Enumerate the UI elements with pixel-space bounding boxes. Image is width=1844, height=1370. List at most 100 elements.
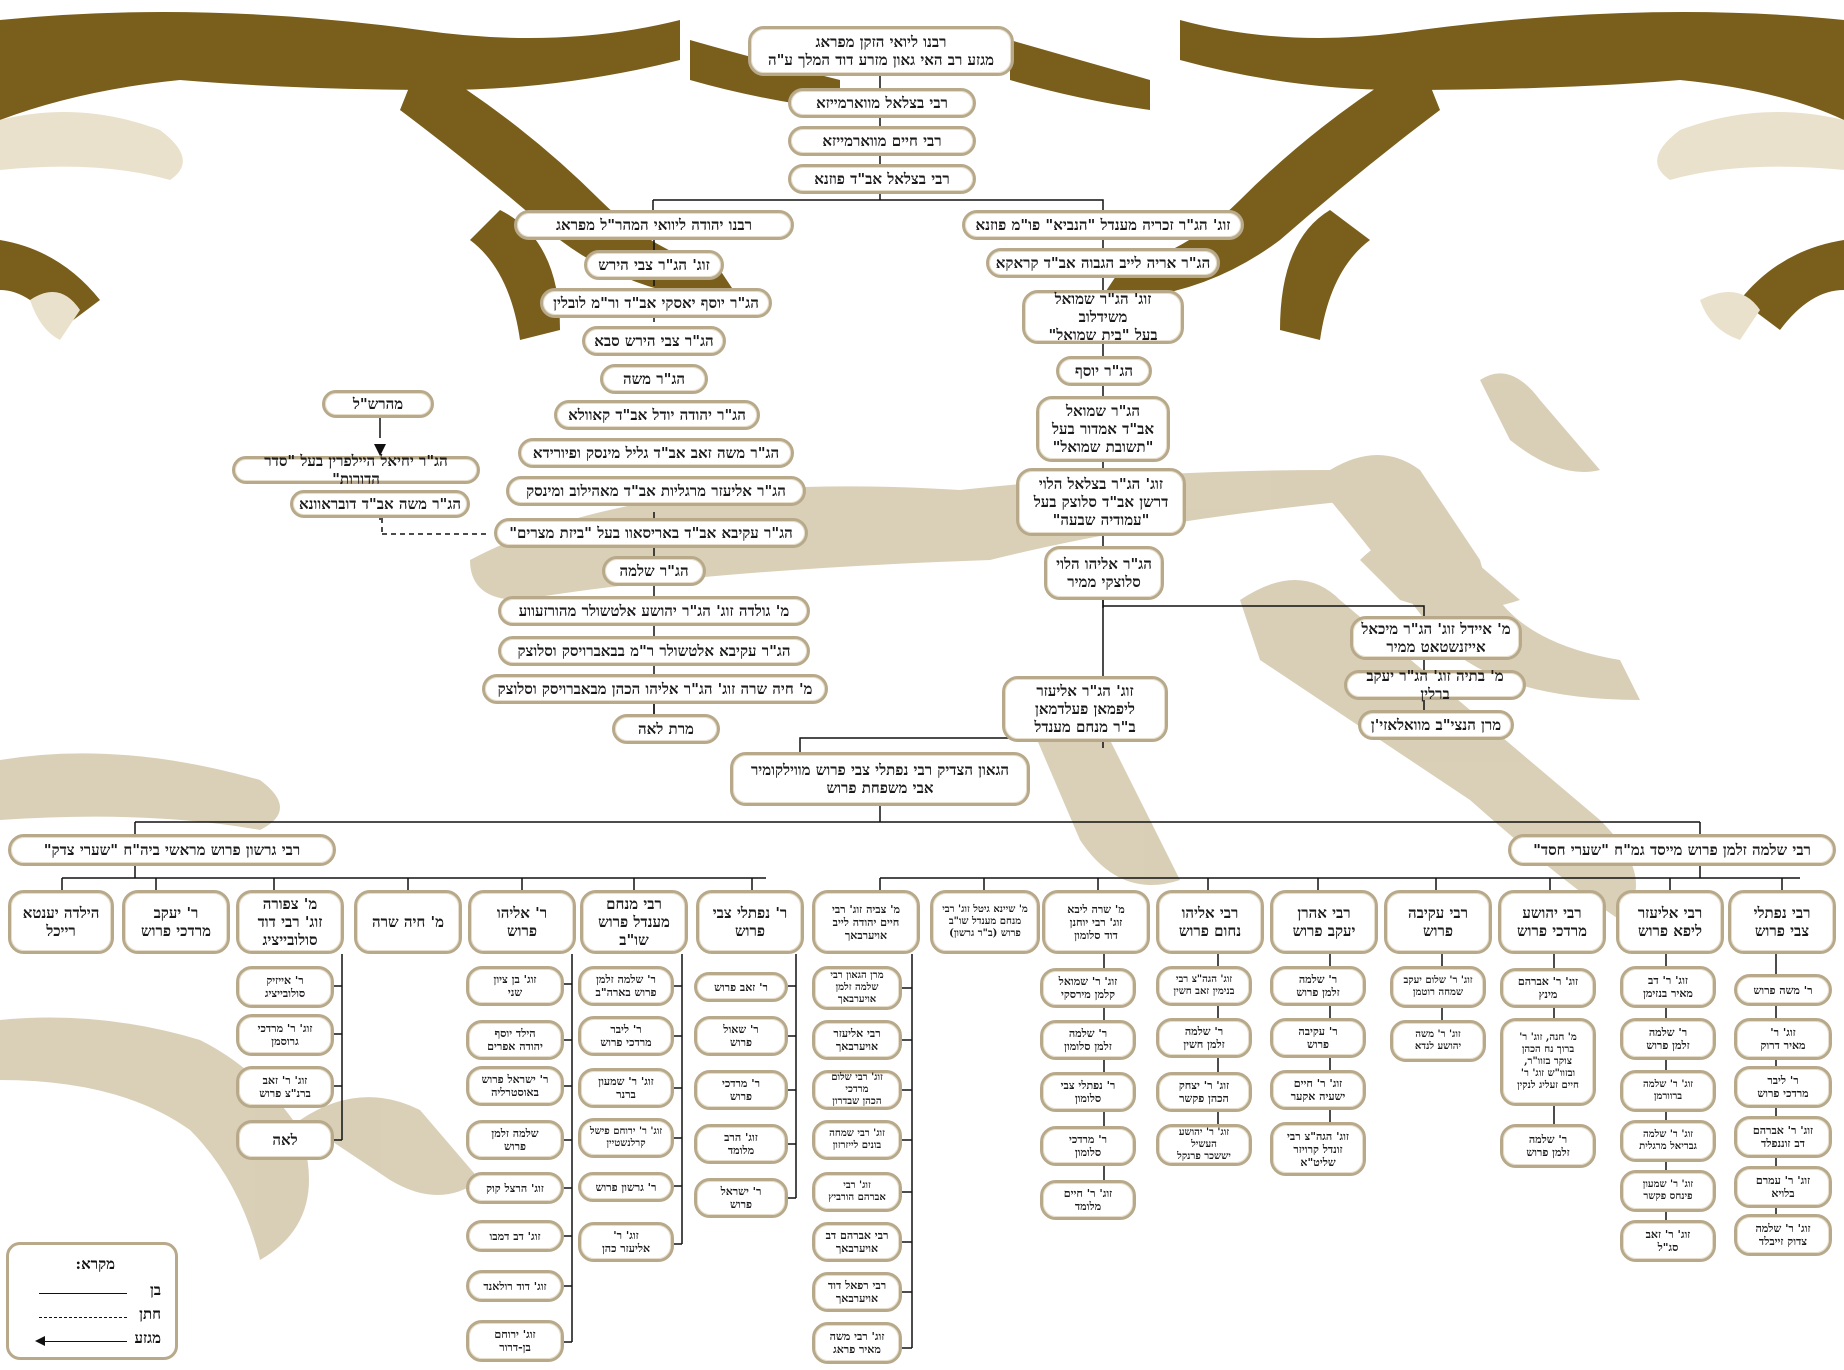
node-o4: זוג' הגה"צ רבי זונדל קרויזר שליט"א	[1270, 1122, 1366, 1176]
node-g1: רבי גרשון פרוש מראשי ביה"ח "שערי צדק"	[8, 834, 336, 866]
legend-son-label: בן	[149, 1281, 161, 1299]
node-a13: רבי עקיבה פרוש	[1384, 890, 1492, 954]
node-s5: זוג' ר' שמעון פינחס פקשר	[1620, 1170, 1716, 1212]
node-e1: מ' איידל זוג' הג"ר מיכאל אייזנשטאט ממיר	[1350, 616, 1522, 660]
node-j3: ר' נפתלי צבי סלומון	[1040, 1072, 1136, 1112]
node-l13: מ' חיה שרה זוג' הג"ר אליהו הכהן מבאברויס…	[482, 674, 828, 704]
node-a10: מ' שרה ליבא זוג' רבי יוחנן דוד סלומון	[1042, 890, 1150, 954]
node-l1: רבנו יהודה ליוואי המהר"ל מפראג	[514, 210, 794, 240]
node-l2: זוג' הג"ר צבי הירש	[584, 250, 724, 280]
node-f5: ר' גרשון פרוש	[578, 1172, 674, 1202]
node-r2: הג"ר אריה לייב הגבוה אב"ד קראקא	[986, 248, 1220, 278]
node-a1: הילדה יענטא רייכל	[8, 890, 114, 954]
node-k2: ר' שלמה זלמן חשין	[1156, 1018, 1252, 1058]
node-r8: זוג' הג"ר אליעזר ליפמאן פעלדמאן ב"ר מנחם…	[1002, 676, 1168, 742]
node-d6: זוג' דב דמבו	[466, 1220, 564, 1252]
node-f1: ר' שלמה זלמן פרוש בארה"ב	[578, 966, 674, 1006]
node-l3: הג"ר יוסף יאסקי אב"ד ור"מ לובלין	[540, 288, 772, 318]
node-d4: שלמה זלמן פרוש	[466, 1120, 564, 1160]
legend: מקרא: בן חתן מגזע	[6, 1242, 178, 1360]
node-k4: זוג' ר' יהושע העשיל יששכר פרנקל	[1156, 1124, 1252, 1166]
node-l9: הג"ר עקיבא אב"ד באריסאוו בעל "ביזת מצרים…	[494, 518, 808, 548]
node-f3: זוג' ר' שמעון ברנר	[578, 1068, 674, 1108]
node-l12: הג"ר עקיבא אלטשולר ר"מ בבאברויסק וסלוצק	[498, 636, 810, 666]
node-l6: הג"ר יהודה יודל אב"ד קאוולא	[554, 400, 760, 430]
node-a11: רבי אליהו נחום פרוש	[1156, 890, 1264, 954]
node-i8: זוג' רבי משה מאיר פראג	[812, 1322, 902, 1364]
node-f4: זוג' ר' ירוחם פישל קרלנשטיין	[578, 1118, 674, 1158]
node-o3: זוג' ר' חיים ישעיה אקער	[1270, 1070, 1366, 1110]
node-f6: זוג' ר' אליעזר כהן	[578, 1222, 674, 1262]
node-d5: זוג' הרצל קוק	[466, 1172, 564, 1204]
node-m1: מהרש"ל	[322, 390, 434, 418]
node-t6: זוג' ר' שלמה צדוק זייבלד	[1734, 1214, 1832, 1256]
node-h4: זוג' הרב מלומד	[694, 1124, 788, 1164]
node-k1: זוג' הגה"צ רבי בנימין זאב חשין	[1156, 966, 1252, 1006]
node-b3: זוג' ר' זאב ברנ"צ פרוש	[236, 1066, 334, 1108]
node-l4: הג"ר צבי הירש סבא	[582, 326, 726, 356]
node-a6: רבי מנחם מענדל פרוש שו"ב	[580, 890, 688, 954]
node-n2: רבי בצלאל מווארמייזא	[788, 88, 976, 118]
node-l10: הג"ר שלמה	[602, 556, 706, 586]
node-h1: ר' זאב פרוש	[694, 972, 788, 1002]
node-a4: מ' חיה שרה	[354, 890, 462, 954]
node-r1: זוג' הג"ר זכריה מענדל "הנביא" פו"מ פוזנא	[962, 210, 1244, 240]
node-l14: מרת לאה	[612, 714, 720, 744]
node-n3: רבי חיים מווארמייזא	[788, 126, 976, 156]
node-a2: ר' יעקב מרדכי פרוש	[122, 890, 230, 954]
legend-arrowhead-icon	[35, 1336, 45, 1346]
node-i7: רבי רפאל דוד אויערבאך	[812, 1272, 902, 1312]
node-r6: זוג' הג"ר בצלאל הלוי דרשן אב"ד סלוצק בעל…	[1016, 468, 1186, 536]
node-t1: ר' משה פרוש	[1734, 974, 1832, 1006]
node-f2: ר' ליבר מרדכי פרוש	[578, 1016, 674, 1056]
node-s4: זוג' ר' שלמה גבריאל מרגלית	[1620, 1120, 1716, 1162]
legend-son-in-law-label: חתן	[139, 1305, 161, 1323]
node-j4: ר' מרדכי סלומון	[1040, 1126, 1136, 1166]
node-d8: זוג' ירוחם בן-דרור	[466, 1320, 564, 1362]
node-t5: זוג' ר' עמרם בלויא	[1734, 1166, 1832, 1208]
node-a16: רבי נפתלי צבי פרוש	[1728, 890, 1836, 954]
node-q3: ר' שלמה זלמן פרוש	[1500, 1124, 1596, 1168]
node-l11: מ' גולדה זוג' הג"ר יהושע אלטשולר מהורזעו…	[498, 596, 810, 626]
node-i2: רבי אליעזר אויערבאך	[812, 1020, 902, 1060]
node-a14: רבי יהושע מרדכי פרוש	[1498, 890, 1606, 954]
node-m3: הג"ר משה אב"ד דובראוונא	[290, 490, 470, 518]
legend-descent-label: מגזע	[134, 1329, 161, 1347]
node-i5: זוג' רבי אברהם הורביץ	[812, 1172, 902, 1212]
node-r3: זוג' הג"ר שמואל משידלוב בעל "בית שמואל"	[1022, 290, 1184, 344]
node-s2: ר' שלמה זלמן פרוש	[1620, 1018, 1716, 1060]
node-j1: זוג' ר' שמואל קלמן מירסקי	[1040, 968, 1136, 1008]
node-l8: הג"ר אליעזר מרגליות אב"ד מאהילוב ומינסק	[506, 476, 806, 506]
node-a15: רבי אליעזר ליפא פרוש	[1616, 890, 1724, 954]
node-q1: זוג' ר' אברהם מינץ	[1500, 968, 1596, 1008]
node-p1: זוג' ר' שלום יעקב שמחה רוטמן	[1390, 966, 1486, 1008]
node-r4: הג"ר יוסף	[1056, 356, 1152, 386]
node-a5: ר' אליהו פרוש	[468, 890, 576, 954]
node-p2: זוג' ר' משה יהושע לנדא	[1390, 1020, 1486, 1062]
node-n1: רבנו ליואי הזקן מפראג מגזע רב האי גאון מ…	[748, 26, 1014, 76]
pale-branches	[0, 112, 1844, 340]
legend-title: מקרא:	[75, 1255, 115, 1273]
node-m2: הג"ר יחיאל היילפרין בעל "סדר הדורות"	[232, 452, 480, 488]
node-a12: רבי אהרן יעקב פרוש	[1270, 890, 1378, 954]
node-j2: ר' שלמה זלמן סלומון	[1040, 1020, 1136, 1060]
legend-son-line	[39, 1293, 127, 1294]
node-a3: מ' צפורה זוג' רבי דוד סולובייציג	[236, 890, 344, 954]
node-o2: ר' עקיבה פרוש	[1270, 1018, 1366, 1058]
node-g2: רבי שלמה זלמן פרוש מייסד גמ"ח "שערי חסד"	[1508, 834, 1836, 866]
node-l7: הג"ר משה זאב אב"ד גליל מינסק ופיורידא	[518, 438, 794, 468]
node-b2: זוג' ר' מרדכי גרוסמן	[236, 1014, 334, 1056]
node-k3: זוג' ר' יצחק הכהן פקשר	[1156, 1072, 1252, 1112]
node-t4: זוג' ר' אברהם דב זוננפלד	[1734, 1116, 1832, 1158]
node-a7: ר' נפתלי צבי פרוש	[696, 890, 804, 954]
node-i1: מרן הגאון רבי שלמה זלמן אויערבאך	[812, 966, 902, 1010]
node-o1: ר' שלמה זלמן פרוש	[1270, 966, 1366, 1006]
dark-branches	[0, 12, 1844, 340]
node-d7: זוג' דוד רולאנד	[466, 1270, 564, 1302]
node-i4: זוג' רבי שמחה בונים לייזרזון	[812, 1120, 902, 1160]
node-e3: מרן הנצי"ב מוואלאזי'ן	[1358, 710, 1514, 740]
node-a8: מ' צביה זוג' רבי חיים יהודה לייב אויערבא…	[812, 890, 920, 954]
node-j5: זוג' ר' חיים מלומד	[1040, 1180, 1136, 1220]
node-n4: רבי בצלאל אב"ד פוזנא	[788, 164, 976, 194]
node-d3: ר' ישראל פרוש באוסטרליה	[466, 1066, 564, 1106]
